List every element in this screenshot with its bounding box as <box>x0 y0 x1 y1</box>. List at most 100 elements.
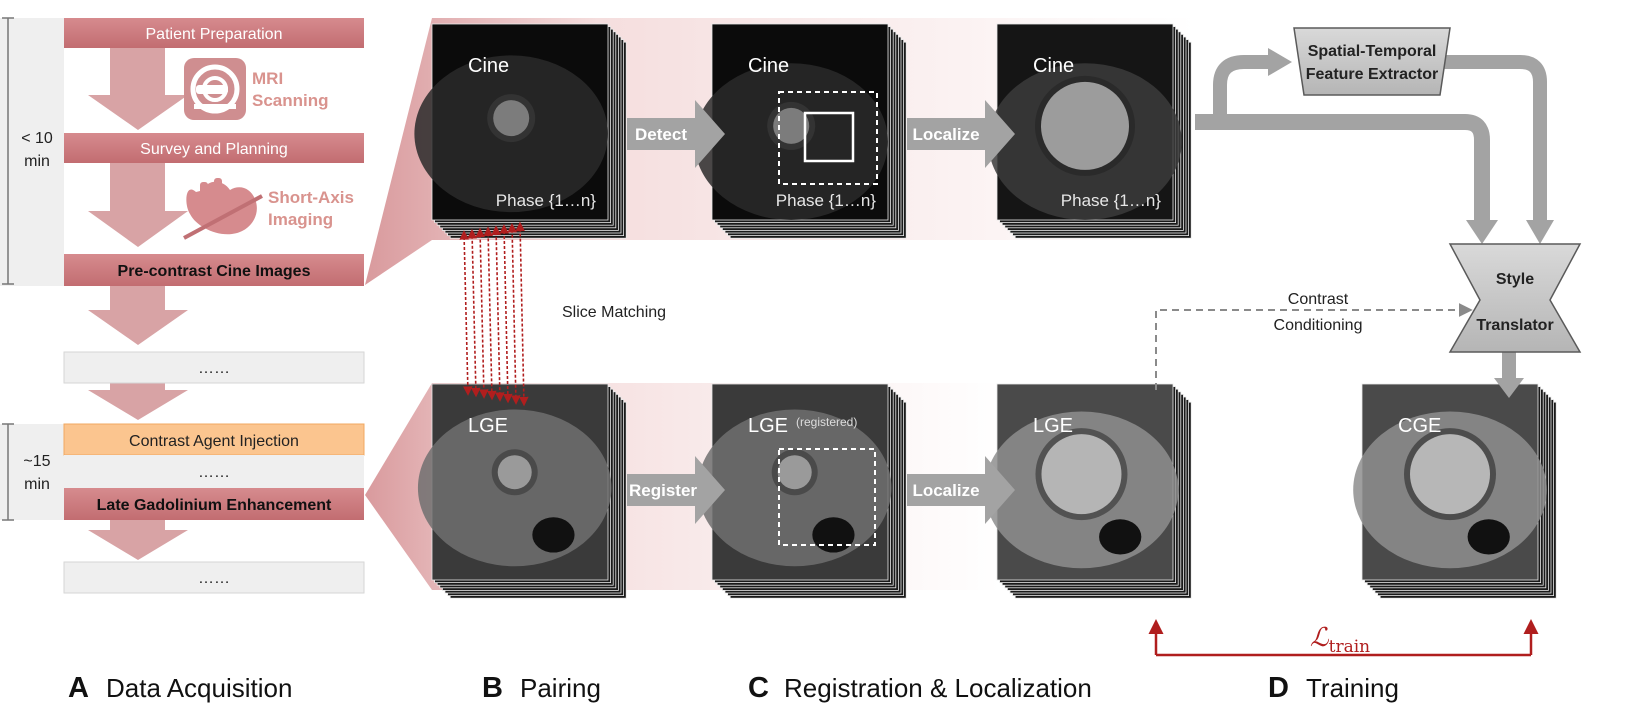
short-axis-label-1: Short-Axis <box>268 188 354 207</box>
flow-arrow-5 <box>88 519 188 560</box>
localize-arrow-top <box>907 100 1015 168</box>
ellipsis-1: …… <box>198 360 230 377</box>
flow-arrows: Detect Localize Register Localize <box>627 48 1554 524</box>
time-bracket-2 <box>0 424 64 520</box>
blood-pool <box>777 455 812 490</box>
feature-extractor-label-1: Spatial-Temporal <box>1308 43 1437 60</box>
ellipsis-2: …… <box>198 464 230 481</box>
ellipsis-3: …… <box>198 570 230 587</box>
panel-d-name: Training <box>1306 673 1399 703</box>
panel-c-letter: C <box>748 672 769 704</box>
phase-label: Phase {1…n} <box>776 191 877 210</box>
dark-region <box>1099 519 1142 555</box>
register-label: Register <box>629 481 697 500</box>
localize-arrow-bottom <box>907 456 1015 524</box>
extractor-to-translator <box>1440 55 1547 222</box>
slice-match-arrow <box>507 222 521 405</box>
style-translator-label-1: Style <box>1496 271 1534 288</box>
box-ellipsis-1 <box>63 351 365 384</box>
lge-stack-registered: LGE(registered) <box>697 383 907 599</box>
slice-match-arrow <box>459 230 473 396</box>
flow-arrow-2 <box>88 162 188 247</box>
contrast-conditioning-path <box>1155 303 1473 390</box>
panel-b-name: Pairing <box>520 673 601 703</box>
localize-label-top: Localize <box>912 125 979 144</box>
box-ellipsis-2 <box>64 455 364 488</box>
patient-prep-label: Patient Preparation <box>146 26 283 43</box>
blood-pool <box>1041 434 1122 515</box>
localize-label-bottom: Localize <box>912 481 979 500</box>
panel-a-name: Data Acquisition <box>106 673 292 703</box>
roi-solid-box <box>803 111 855 163</box>
loss-l: ℒ <box>1310 623 1330 653</box>
loss-bracket: ℒtrain <box>1148 619 1539 657</box>
survey-label: Survey and Planning <box>140 141 288 158</box>
blood-pool <box>497 455 532 490</box>
blood-pool <box>493 100 530 137</box>
roi-dashed-box <box>778 91 878 185</box>
blood-pool <box>1041 81 1129 170</box>
mri-scanning-label-1: MRI <box>252 69 283 88</box>
cine-to-translator <box>1195 114 1490 222</box>
box-lge <box>64 488 364 520</box>
loss-subscript: train <box>1329 637 1371 657</box>
feature-extractor-label-2: Feature Extractor <box>1306 66 1439 83</box>
mri-scanning-label-2: Scanning <box>252 91 329 110</box>
flow-arrow-4 <box>88 383 188 420</box>
panel-titles: A Data Acquisition B Pairing C Registrat… <box>68 672 1399 704</box>
cine-stack-pairing-label: Cine <box>468 55 509 77</box>
panel-a: < 10 min ~15 min Patient Preparation Sur… <box>0 17 365 594</box>
blood-pool <box>773 107 810 144</box>
lge-label: Late Gadolinium Enhancement <box>97 497 332 514</box>
cge-stack: CGE <box>1353 383 1557 599</box>
roi-dashed-box <box>778 448 876 546</box>
cine-stack-detect-label: Cine <box>748 55 789 77</box>
blood-pool <box>1410 434 1490 515</box>
dark-region <box>1467 519 1510 555</box>
dark-region <box>812 517 855 553</box>
register-arrow <box>627 456 725 524</box>
cge-stack-label: CGE <box>1398 415 1441 437</box>
panel-a-letter: A <box>68 672 89 704</box>
box-ellipsis-3 <box>63 561 365 594</box>
slice-match-arrow <box>475 227 489 399</box>
cine-stack-localized-label: Cine <box>1033 55 1074 77</box>
time-bracket-1 <box>0 18 64 286</box>
detect-label: Detect <box>635 125 687 144</box>
slice-matching-label: Slice Matching <box>562 304 666 321</box>
contrast-injection-label: Contrast Agent Injection <box>129 433 299 450</box>
panel-c-name: Registration & Localization <box>784 673 1092 703</box>
feature-extractor-block <box>1293 27 1451 96</box>
detect-arrow <box>627 100 725 168</box>
translator-to-cge-arrow <box>1494 378 1524 398</box>
precontrast-label: Pre-contrast Cine Images <box>118 263 311 280</box>
slice-match-arrow <box>499 224 513 404</box>
time-label-2b: min <box>24 476 50 493</box>
slice-match-arrow <box>483 226 497 401</box>
flow-arrow-1 <box>88 47 188 130</box>
contrast-conditioning-label-2: Conditioning <box>1274 317 1363 334</box>
panel-b-letter: B <box>482 672 503 704</box>
box-patient-prep <box>64 18 364 48</box>
slice-matching-arrows <box>459 221 529 407</box>
box-precontrast <box>64 254 364 286</box>
slice-match-arrow <box>491 225 505 402</box>
short-axis-label-2: Imaging <box>268 210 333 229</box>
phase-label: Phase {1…n} <box>496 191 597 210</box>
heart-icon <box>183 178 263 240</box>
style-translator-block <box>1448 243 1582 353</box>
box-survey <box>64 133 364 163</box>
time-label-1a: < 10 <box>21 130 53 147</box>
panel-d-letter: D <box>1268 672 1289 704</box>
style-translator-label-2: Translator <box>1476 317 1553 334</box>
time-label-2a: ~15 <box>23 453 50 470</box>
slice-match-arrow <box>467 228 481 398</box>
cine-to-extractor <box>1213 55 1270 122</box>
box-contrast-injection <box>63 423 365 456</box>
time-label-1b: min <box>24 153 50 170</box>
